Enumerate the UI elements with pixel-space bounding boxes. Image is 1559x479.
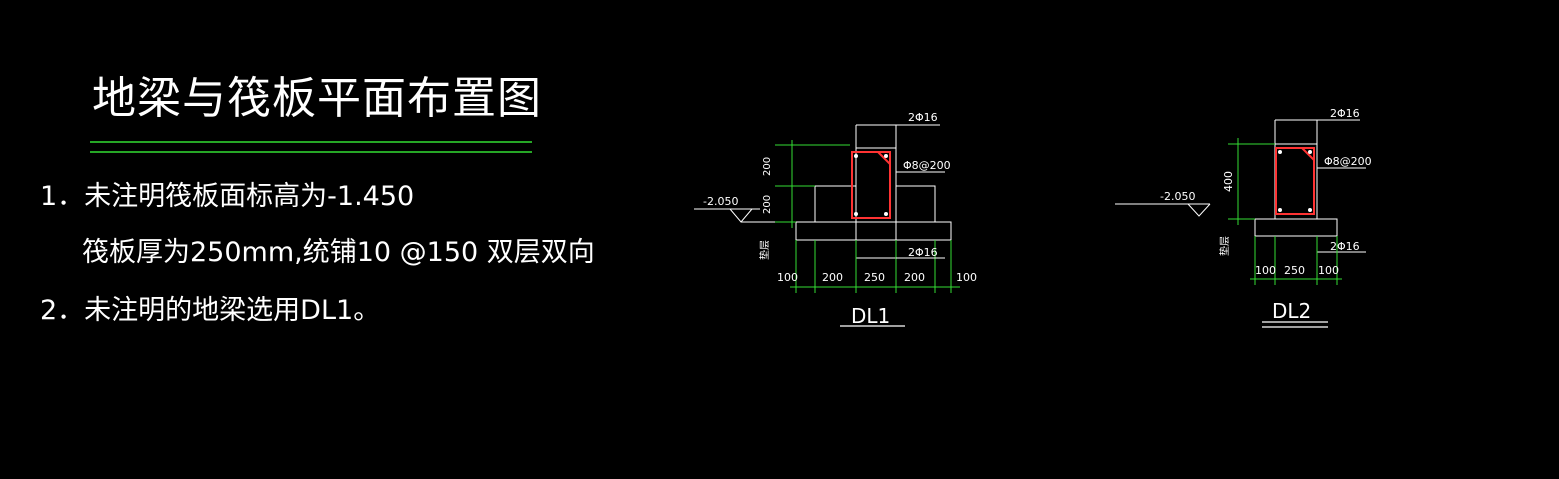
dl1-beam-outline bbox=[855, 147, 897, 259]
dl2-rebar-dot-br bbox=[1308, 208, 1312, 212]
dl2-stirrup bbox=[1275, 147, 1315, 215]
dl2-section bbox=[1254, 119, 1366, 253]
dl1-bottom-rebar: 2Φ16 bbox=[908, 246, 938, 259]
dl1-section bbox=[795, 124, 952, 259]
dl1-dim-v1: 200 bbox=[762, 157, 773, 176]
dl2-vertical-dimension bbox=[1228, 138, 1275, 225]
dl2-dim-h-3: 100 bbox=[1318, 264, 1339, 277]
dl1-top-rebar: 2Φ16 bbox=[908, 111, 938, 124]
note-line-2: 2．未注明的地梁选用DL1。 bbox=[40, 295, 381, 326]
dl1-dim-h-5: 100 bbox=[956, 271, 977, 284]
dl2-label: DL2 bbox=[1272, 299, 1311, 323]
note-line-1: 1．未注明筏板面标高为-1.450 bbox=[40, 181, 415, 212]
dl1-stirrup bbox=[851, 151, 891, 219]
dl2-elevation-text: -2.050 bbox=[1160, 190, 1195, 203]
dl1-side-label: 垫层 bbox=[758, 240, 771, 260]
dl1-footing bbox=[795, 221, 952, 241]
dl1-horizontal-dimension bbox=[790, 240, 960, 293]
dl2-dim-h-2: 250 bbox=[1284, 264, 1305, 277]
note-line-1b: 筏板厚为250mm,统铺10 @150 双层双向 bbox=[82, 237, 595, 268]
dl1-stirrup-hook bbox=[877, 151, 891, 165]
dl2-footing bbox=[1254, 218, 1338, 237]
dl1-elevation-text: -2.050 bbox=[703, 195, 738, 208]
dl2-rebar-dot-bl bbox=[1278, 208, 1282, 212]
dl1-label: DL1 bbox=[851, 304, 890, 328]
dl2-side-label: 垫层 bbox=[1218, 236, 1231, 256]
dl1-vertical-dimension bbox=[775, 140, 850, 228]
dl1-rebar-dot-bl bbox=[854, 212, 858, 216]
dl1-rebar-dot-tl bbox=[854, 154, 858, 158]
dl2-bottom-rebar: 2Φ16 bbox=[1330, 240, 1360, 253]
dl1-dim-h-4: 200 bbox=[904, 271, 925, 284]
dl2-dim-v: 400 bbox=[1222, 171, 1235, 192]
dl1-rebar-dot-tr bbox=[884, 154, 888, 158]
dl2-rebar-dot-tr bbox=[1308, 150, 1312, 154]
dl2-dim-h-1: 100 bbox=[1255, 264, 1276, 277]
drawing-title: 地梁与筏板平面布置图 bbox=[92, 73, 542, 124]
dl1-rebar-dot-br bbox=[884, 212, 888, 216]
dl2-rebar-dot-tl bbox=[1278, 150, 1282, 154]
dl1-dim-v2: 200 bbox=[762, 195, 773, 214]
dl1-dim-h-2: 200 bbox=[822, 271, 843, 284]
dl1-elevation-mark bbox=[694, 208, 796, 223]
dl1-dim-h-1: 100 bbox=[777, 271, 798, 284]
dl2-beam-outline bbox=[1274, 143, 1318, 220]
dl2-stirrup-hook bbox=[1301, 147, 1315, 161]
dl1-dim-h-3: 250 bbox=[864, 271, 885, 284]
dl2-top-rebar: 2Φ16 bbox=[1330, 107, 1360, 120]
dl2-stirrup-label: Φ8@200 bbox=[1324, 155, 1372, 168]
dl2-elevation-mark bbox=[1115, 203, 1211, 217]
dl1-stirrup-label: Φ8@200 bbox=[903, 159, 951, 172]
dl2-horizontal-dimension bbox=[1250, 236, 1342, 285]
dl1-shoulder-outline bbox=[814, 185, 856, 222]
